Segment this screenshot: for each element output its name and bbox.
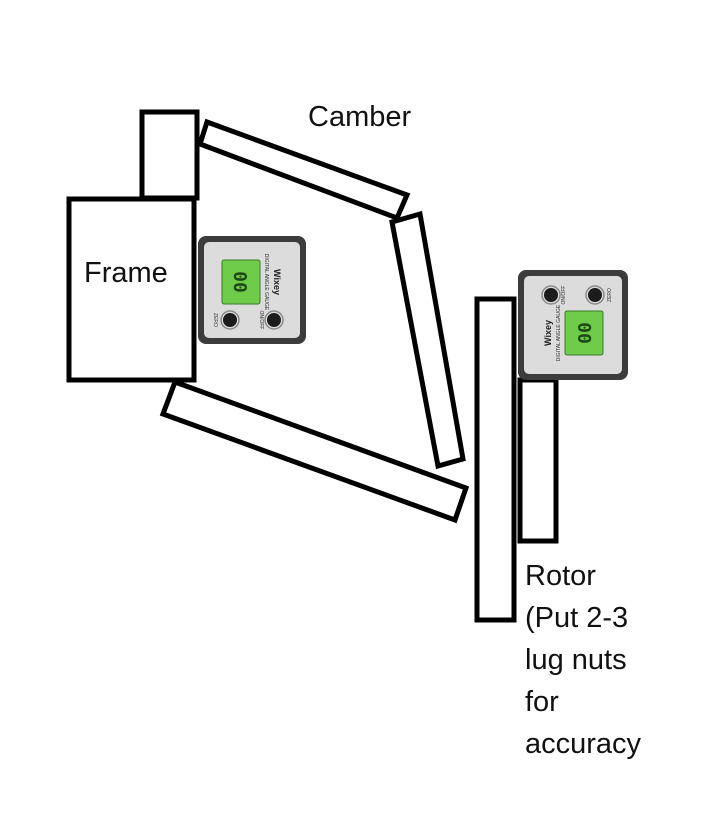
frame-gauge-onoff-label: ON/OFF — [258, 311, 264, 330]
camber-label: Camber — [308, 101, 411, 133]
rotor-gauge-model: DIGITAL ANGLE GAUGE — [556, 304, 562, 361]
frame-gauge-onoff-button — [267, 313, 281, 327]
upper-mount-block — [139, 109, 200, 201]
rotor-label-line-4: for — [525, 686, 559, 718]
rotor-gauge-zero-button — [588, 288, 602, 302]
upper-control-arm — [196, 118, 411, 222]
rotor-gauge-onoff-label: ON/OFF — [561, 286, 567, 305]
frame-gauge-reading: 00 — [229, 271, 250, 293]
rotor-label-line-5: accuracy — [525, 728, 642, 760]
frame-angle-gauge: 00 Wixey DIGITAL ANGLE GAUGE ON/OFF ZERO — [198, 236, 306, 344]
rotor-gauge-brand: Wixey — [543, 320, 553, 346]
rotor-label-line-3: lug nuts — [525, 644, 627, 676]
rotor-gauge-reading: 00 — [575, 322, 596, 344]
lower-control-arm — [159, 378, 470, 524]
frame-block — [66, 196, 197, 383]
frame-label: Frame — [84, 257, 168, 289]
rotor-label-line-1: Rotor — [525, 560, 596, 592]
spindle-knuckle — [389, 210, 466, 470]
frame-gauge-zero-button — [223, 313, 237, 327]
frame-gauge-brand: Wixey — [272, 269, 282, 295]
rotor-outer — [474, 296, 517, 623]
rotor-hub — [517, 377, 559, 544]
rotor-gauge-zero-label: ZERO — [607, 288, 613, 302]
frame-gauge-zero-label: ZERO — [212, 313, 218, 327]
rotor-gauge-onoff-button — [544, 288, 558, 302]
rotor-angle-gauge: 00 Wixey DIGITAL ANGLE GAUGE ON/OFF ZERO — [518, 270, 628, 380]
rotor-label-line-2: (Put 2-3 — [525, 602, 628, 634]
frame-gauge-model: DIGITAL ANGLE GAUGE — [263, 254, 269, 311]
